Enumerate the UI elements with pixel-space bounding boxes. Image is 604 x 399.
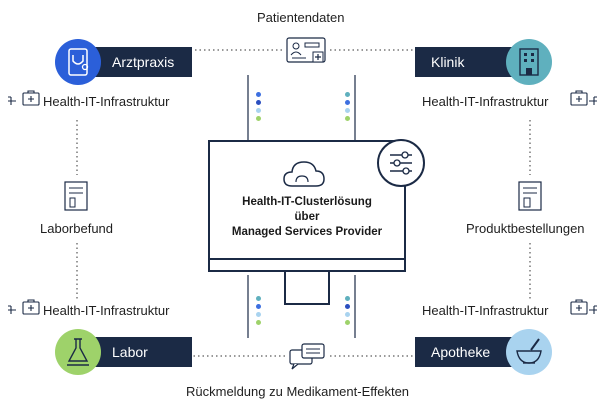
node-apotheke-label: Apotheke <box>431 344 491 360</box>
center-title: Health-IT-Clusterlösung über Managed Ser… <box>212 195 402 240</box>
center-line1: Health-IT-Clusterlösung <box>242 196 372 208</box>
node-arztpraxis-label: Arztpraxis <box>112 54 175 70</box>
stethoscope-icon <box>55 39 101 85</box>
rueckmeldung-label: Rückmeldung zu Medikament-Effekten <box>186 384 410 399</box>
node-klinik-label: Klinik <box>431 54 465 70</box>
settings-sliders-icon <box>377 139 425 187</box>
produktbestellungen-label: Produktbestellungen <box>466 221 585 236</box>
center-line3: Managed Services Provider <box>231 226 383 238</box>
patientendaten-label: Patientendaten <box>257 10 345 25</box>
node-labor-label: Labor <box>112 344 148 360</box>
infra-label-bottom-left: Health-IT-Infrastruktur <box>43 303 170 318</box>
infra-label-top-right: Health-IT-Infrastruktur <box>422 94 549 109</box>
center-line2: über <box>294 211 320 223</box>
infra-label-top-left: Health-IT-Infrastruktur <box>43 94 170 109</box>
node-labor: Labor <box>85 337 192 367</box>
laborbefund-label: Laborbefund <box>40 221 114 236</box>
hospital-building-icon <box>506 39 552 85</box>
infra-label-bottom-right: Health-IT-Infrastruktur <box>422 303 549 318</box>
node-arztpraxis: Arztpraxis <box>85 47 192 77</box>
mortar-pestle-icon <box>506 329 552 375</box>
flask-icon <box>55 329 101 375</box>
